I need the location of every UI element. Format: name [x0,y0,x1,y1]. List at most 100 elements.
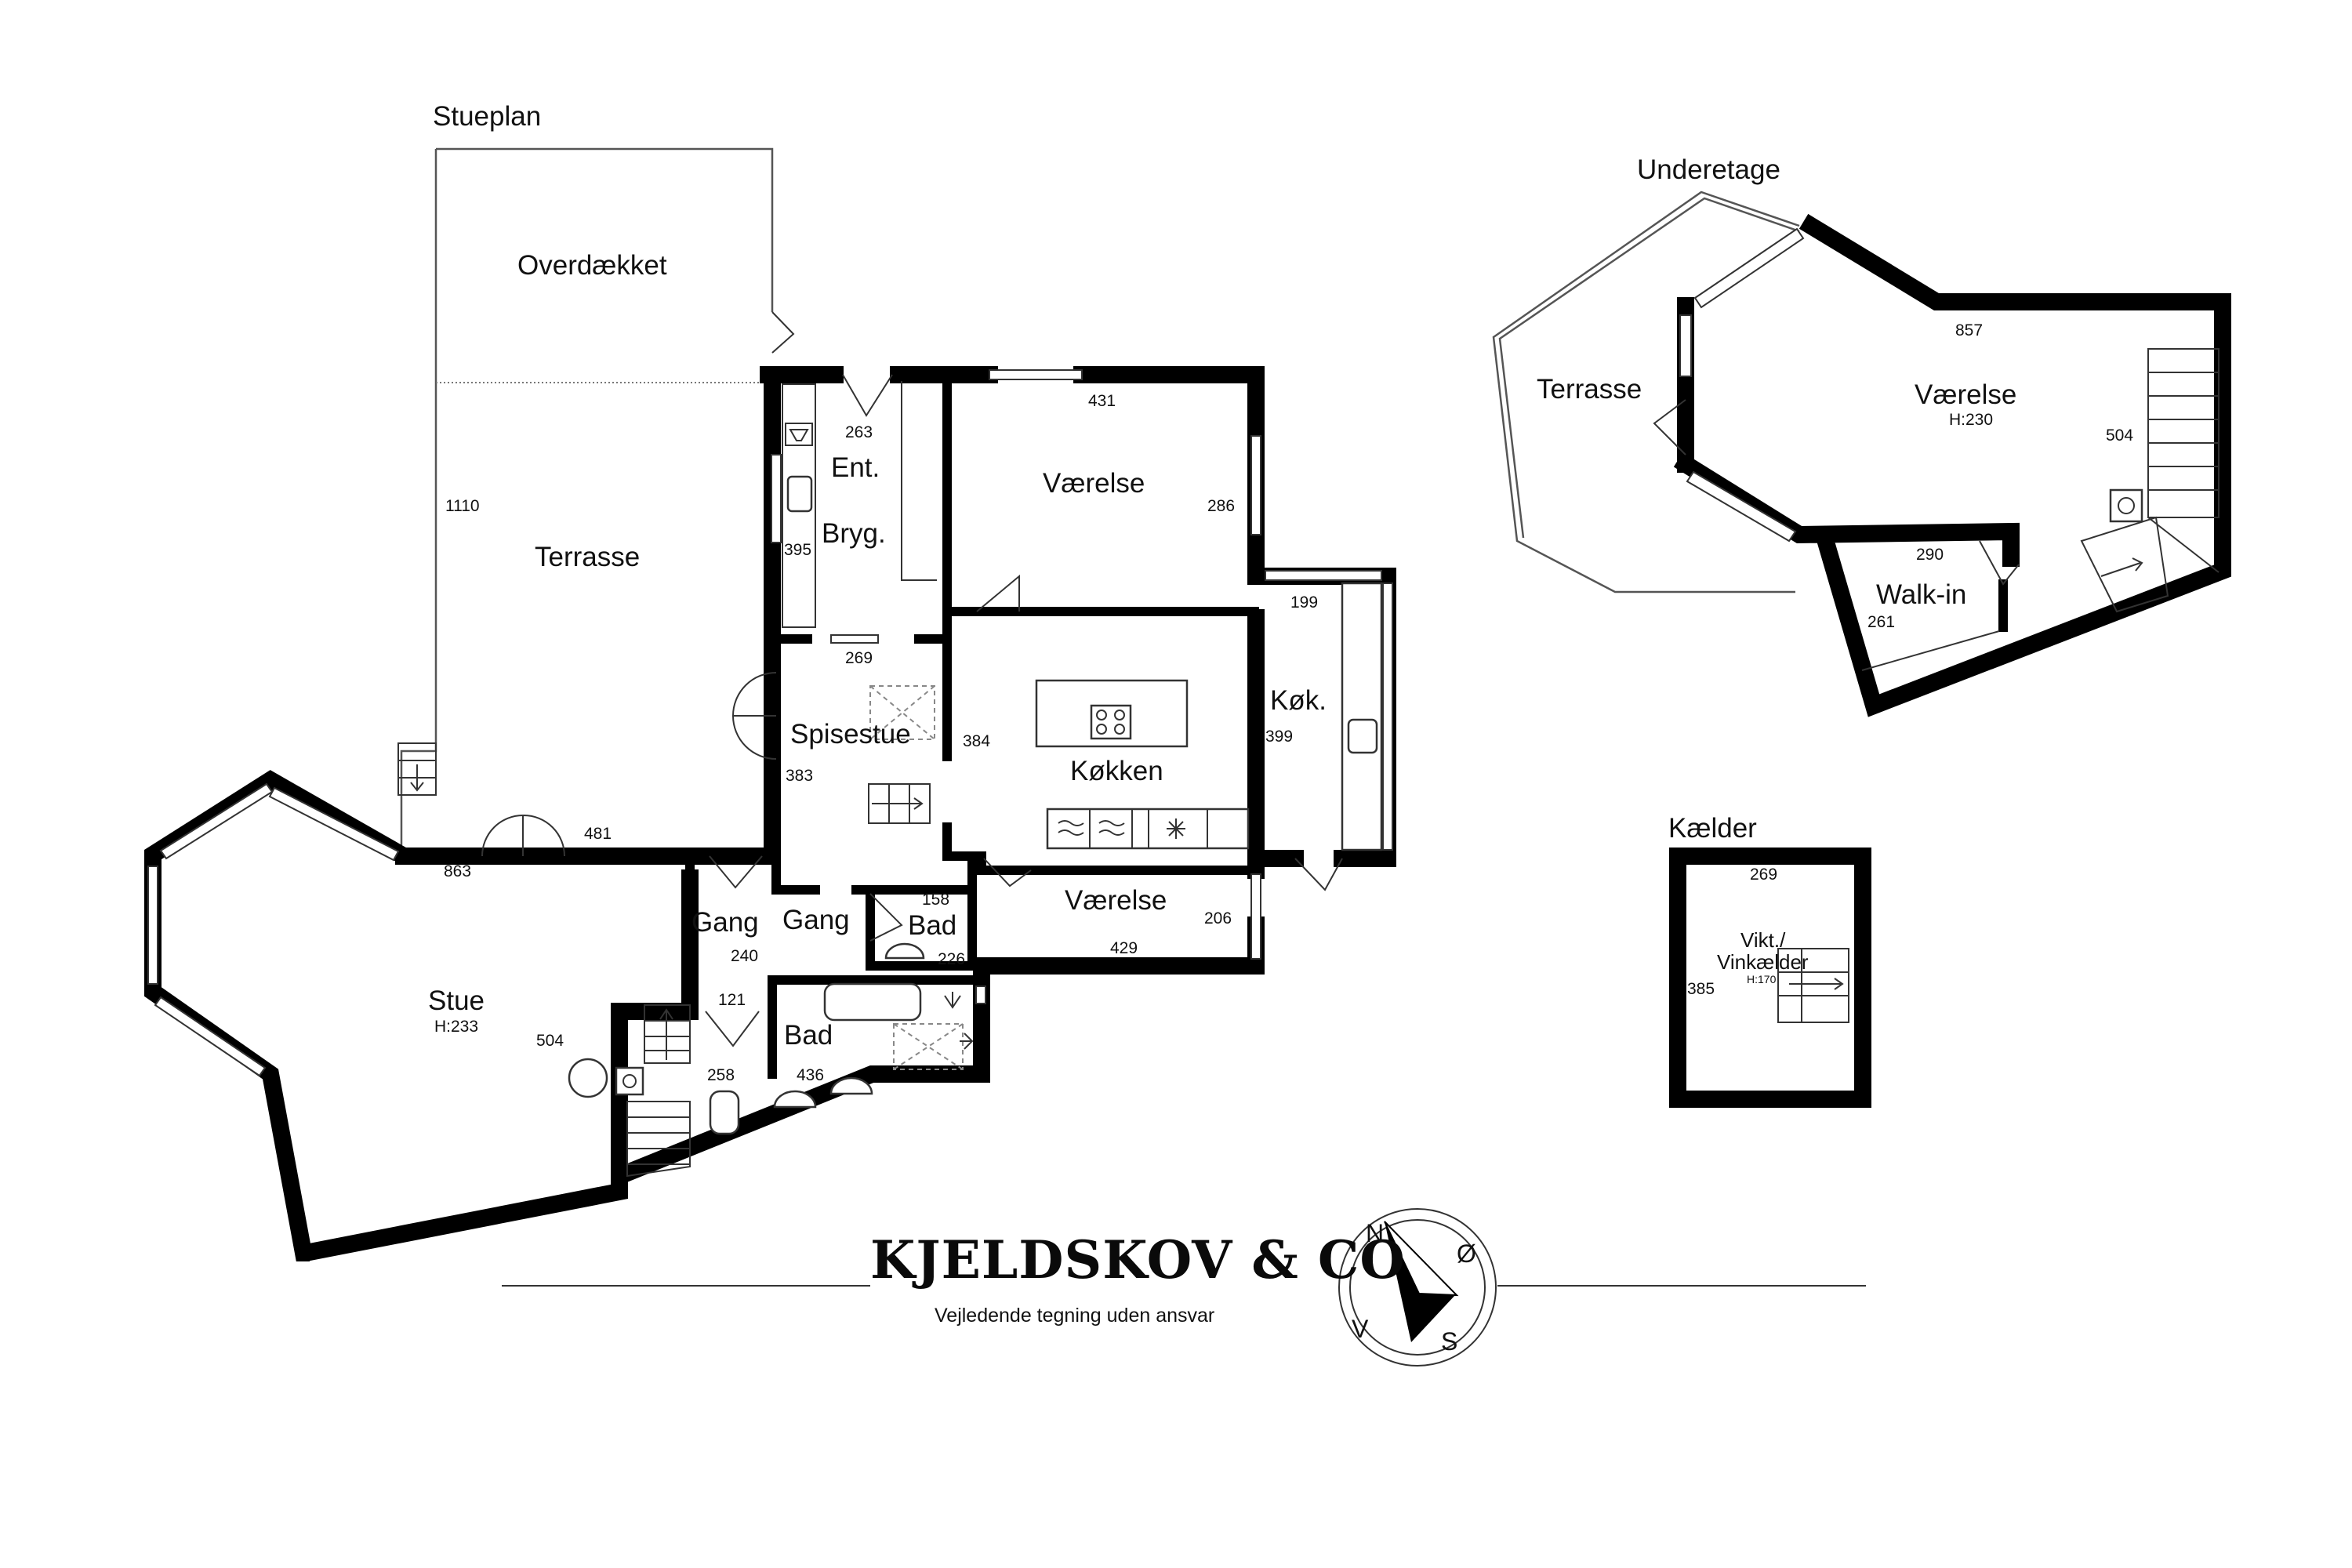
stair-stue-up [644,1004,691,1064]
compass-west: V [1352,1315,1369,1343]
window-stue-ne [268,786,400,862]
dim-spisestue-depth: 383 [786,767,813,785]
koek-sink-icon [1347,718,1378,754]
dim-ent-width: 263 [845,423,873,441]
window-koek-east [1382,583,1393,851]
window-vaerelse-top-east [1250,435,1261,535]
room-ent: Ent. [831,452,880,483]
dim-gang-width: 240 [731,947,758,965]
dim-vaerelse-top-depth: 286 [1207,497,1235,515]
room-bad-large: Bad [784,1020,833,1051]
stue-lower-wall [611,869,699,1194]
dim-walk-in-width: 290 [1916,546,1944,564]
window-lower-north [1693,227,1805,309]
room-bad-small: Bad [908,910,956,941]
bryg-sink-icon [786,475,813,513]
oven-icon [1058,820,1084,836]
room-vinkaelder-1: Vikt./ [1740,928,1786,952]
window-koek-north [1265,570,1382,581]
basement-wall [1669,848,1871,1108]
shower-icon-2 [960,1033,974,1050]
dim-stue-depth: 504 [536,1032,564,1050]
door-spisestue [731,672,777,760]
dim-bad-small-depth: 226 [938,950,965,968]
brand-name: KJELDSKOV & CO [870,1229,1406,1290]
stue-table-icon [568,1058,608,1098]
dim-stue-wall-right: 481 [584,825,612,843]
door-lower-terrace [1653,399,1686,456]
section-lower-floor: Underetage [1637,154,1780,185]
door-vaerelse-top [976,574,1020,612]
bad-small-basin-icon [884,942,925,960]
skylight-spisestue [869,685,935,740]
lower-floor-outer-wall [1673,213,2231,717]
room-terrasse: Terrasse [535,542,640,572]
freezer-icon [1167,818,1185,839]
room-vaerelse-lower: Værelse [1915,379,2016,410]
lower-terrace-outline [1492,191,1800,593]
window-vaerelse-top [989,369,1083,380]
dim-vaerelse-bottom-depth: 206 [1204,909,1232,927]
section-basement: Kælder [1668,813,1757,844]
stair-spisestue [868,783,931,824]
dim-hall-width: 121 [718,991,746,1009]
walk-in-shelf [1861,630,2000,671]
labels: Stueplan Underetage Kælder Overdækket Te… [428,101,2133,1356]
room-stue: Stue [428,985,485,1016]
compass-south: S [1441,1327,1457,1356]
dim-spisestue-width: 269 [845,649,873,667]
window-bryg-south [830,634,879,644]
stair-arrow-icon [872,797,924,810]
koek-counter [1341,582,1383,851]
dim-lower-vaerelse-depth: 504 [2106,426,2133,445]
stair-basement-arrow-icon [1789,978,1844,990]
door-walk-in [1979,540,2020,586]
room-terrasse-lower: Terrasse [1537,374,1642,405]
terrace-outline [400,147,774,845]
shower-icon-1 [944,992,961,1009]
room-vaerelse-top: Værelse [1043,468,1145,499]
step-arrow-icon [410,764,424,792]
stair-up-arrow-icon [659,1008,673,1060]
dim-bryg-depth: 395 [784,541,811,559]
dim-stue-width: 863 [444,862,471,880]
dim-bad-large-width: 436 [797,1066,824,1084]
dim-basement-width: 269 [1750,866,1777,884]
window-lower-west [1679,314,1692,377]
dim-basement-depth: 385 [1687,980,1715,998]
dim-bad-small-width: 158 [922,891,949,909]
lower-floor-plan [1492,191,2231,717]
dim-koek-depth: 399 [1265,728,1293,746]
cooktop-icon [1090,704,1132,740]
stove-icon [615,1066,644,1096]
room-stue-height: H:233 [434,1018,478,1036]
room-gang-2: Gang [782,905,850,935]
dim-koek-width: 199 [1290,593,1318,612]
terrace-step [397,742,437,796]
bryg-counter [782,383,816,628]
stair-lower-arrow-icon [2100,557,2143,577]
room-bryg: Bryg. [822,518,886,549]
door-hall [705,1011,760,1047]
stove-lower-icon [2109,488,2143,523]
skylight-bad [893,1023,964,1070]
compass [1338,1208,1497,1367]
window-stue-west [147,866,158,985]
dim-terrasse-depth: 1110 [445,497,480,515]
room-vinkaelder-height: H:170 [1747,973,1777,985]
window-stue-nw [159,782,274,860]
dim-walk-in-depth: 261 [1867,613,1895,631]
door-entrance [842,374,893,417]
room-walk-in: Walk-in [1876,579,1966,610]
door-terrace-stue [481,814,565,857]
brand-tagline: Vejledende tegning uden ansvar [935,1305,1214,1327]
oven-icon-2 [1098,820,1125,836]
stair-stue-down [626,1101,691,1178]
door-koek [1294,858,1343,891]
covered-area-door [771,311,795,354]
ground-floor-plan [144,147,1396,1261]
window-lower-sw [1686,470,1797,543]
dim-vaerelse-bottom-width: 429 [1110,939,1138,957]
room-vaerelse-bottom: Værelse [1065,885,1167,916]
